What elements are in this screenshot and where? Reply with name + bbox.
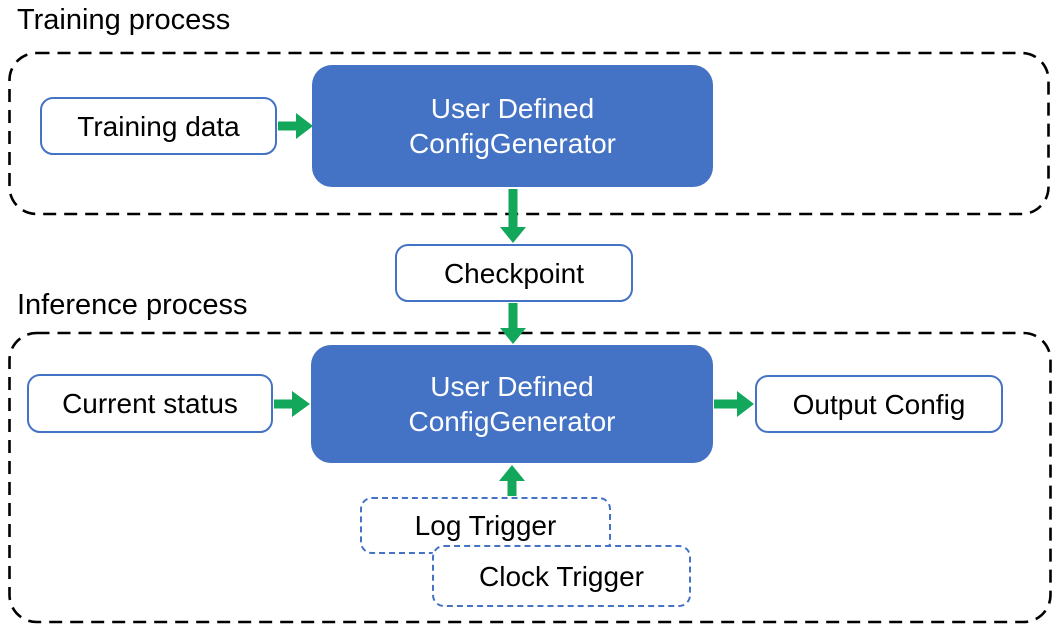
- arrow-generator-to-output-config: [714, 391, 754, 417]
- arrow-triggers-to-generator: [499, 465, 525, 496]
- training-data-box: Training data: [40, 97, 277, 155]
- arrow-training-data-to-generator: [278, 113, 313, 139]
- inference-process-title: Inference process: [17, 289, 248, 321]
- arrow-current-status-to-generator: [274, 391, 310, 417]
- inference-config-generator-box: User Defined ConfigGenerator: [311, 345, 713, 463]
- training-process-container: [8, 51, 1050, 216]
- training-config-generator-line1: User Defined: [430, 93, 595, 124]
- inference-process-container: [8, 331, 1052, 624]
- inference-config-generator-line2: ConfigGenerator: [408, 406, 616, 437]
- log-trigger-label: Log Trigger: [414, 510, 557, 541]
- clock-trigger-label: Clock Trigger: [479, 560, 644, 592]
- checkpoint-box: Checkpoint: [395, 244, 633, 302]
- training-config-generator-box: User Defined ConfigGenerator: [312, 65, 713, 187]
- log-trigger-box: Log Trigger: [360, 497, 611, 554]
- inference-config-generator-line1: User Defined: [430, 371, 594, 402]
- training-config-generator-line2: ConfigGenerator: [408, 128, 616, 159]
- current-status-box: Current status: [27, 374, 273, 433]
- checkpoint-label: Checkpoint: [443, 257, 585, 289]
- output-config-label: Output Config: [792, 388, 966, 420]
- arrow-checkpoint-to-generator: [500, 303, 526, 344]
- training-process-title: Training process: [17, 4, 231, 36]
- current-status-label: Current status: [62, 388, 238, 419]
- training-data-label: Training data: [77, 110, 240, 142]
- output-config-box: Output Config: [755, 375, 1003, 433]
- clock-trigger-box: Clock Trigger: [432, 545, 691, 607]
- arrow-generator-to-checkpoint: [500, 189, 526, 243]
